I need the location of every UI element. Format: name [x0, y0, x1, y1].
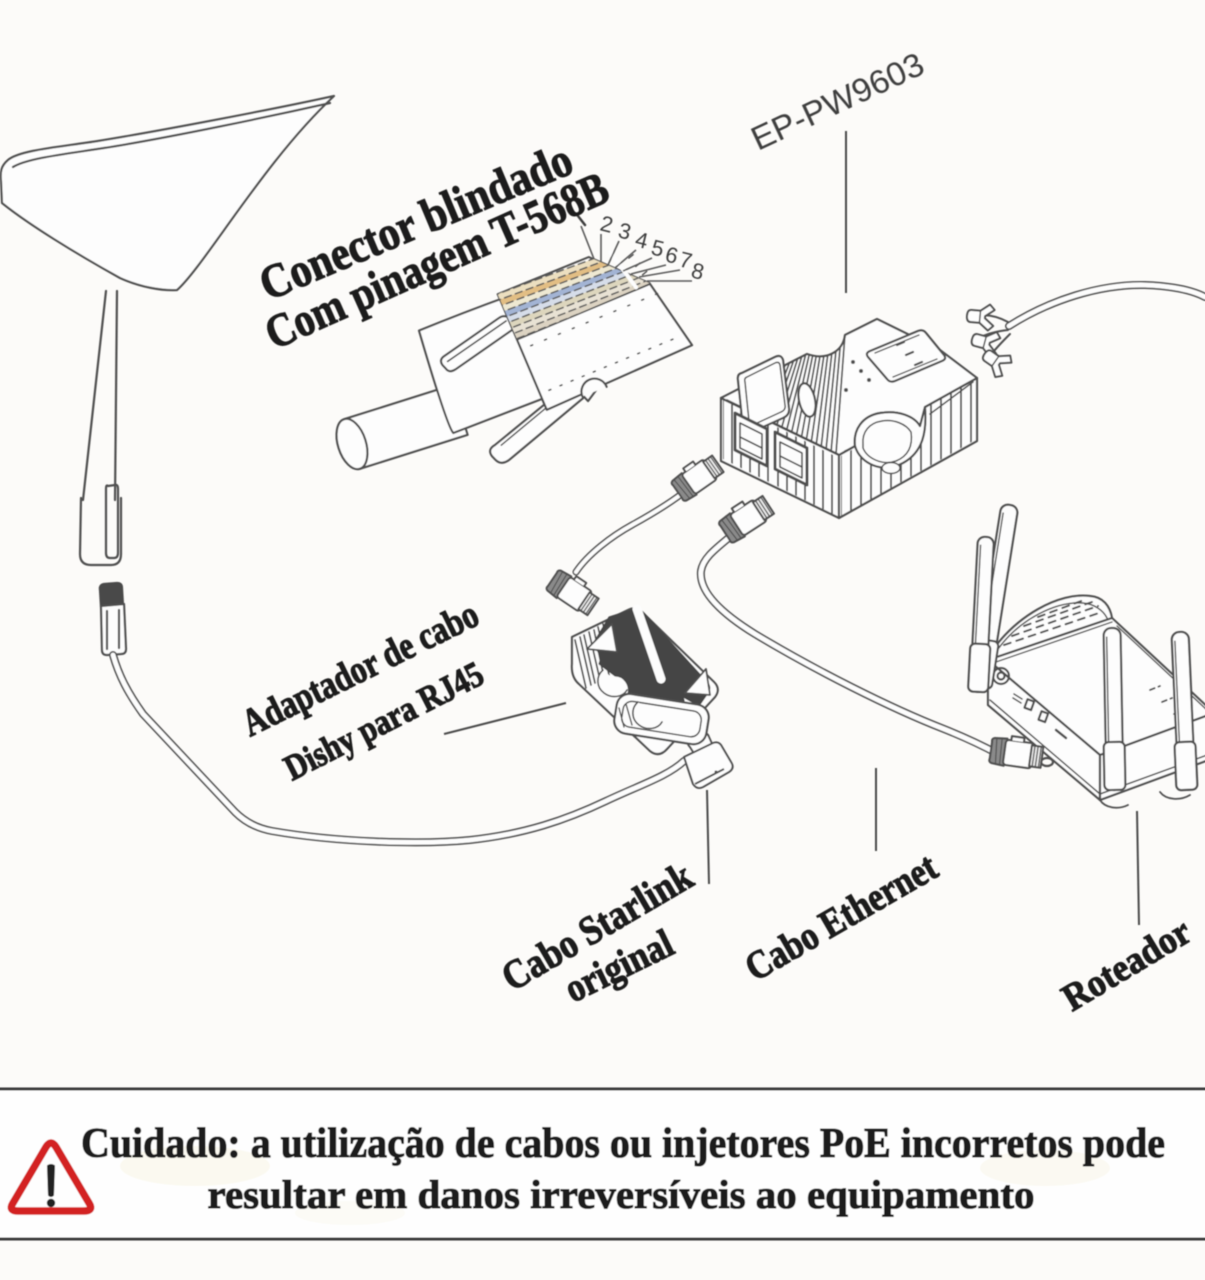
- svg-text:4: 4: [633, 227, 651, 254]
- svg-text:7: 7: [677, 247, 695, 274]
- svg-text:8: 8: [689, 258, 707, 285]
- svg-text:5: 5: [649, 235, 667, 262]
- svg-text:2: 2: [598, 211, 616, 238]
- svg-text:3: 3: [616, 218, 634, 245]
- svg-text:6: 6: [663, 242, 681, 269]
- svg-text:resultar em danos irreversívei: resultar em danos irreversíveis ao equip…: [208, 1172, 1035, 1217]
- svg-text:Cuidado: a utilização de cabos: Cuidado: a utilização de cabos ou injeto…: [81, 1121, 1165, 1167]
